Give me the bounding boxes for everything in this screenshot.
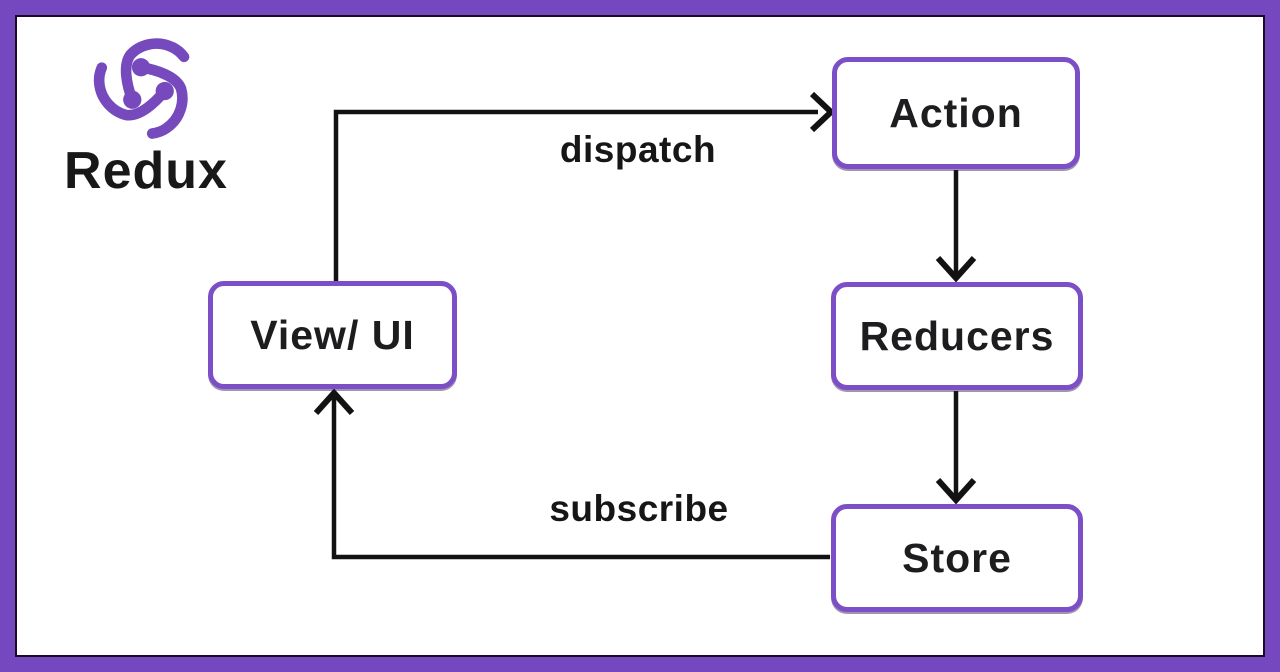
node-store-label: Store — [902, 534, 1012, 581]
node-reducers-label: Reducers — [859, 312, 1055, 359]
node-action: Action — [832, 57, 1080, 169]
edge-label-dispatch: dispatch — [559, 129, 717, 170]
node-action-label: Action — [889, 89, 1023, 136]
edge-label-subscribe: subscribe — [549, 488, 729, 529]
redux-wordmark: Redux — [64, 142, 228, 200]
node-view-ui-label: View/ UI — [250, 311, 415, 358]
redux-knot-icon — [66, 11, 226, 161]
node-view-ui: View/ UI — [208, 281, 457, 389]
node-reducers: Reducers — [831, 282, 1083, 390]
node-store: Store — [831, 504, 1083, 612]
